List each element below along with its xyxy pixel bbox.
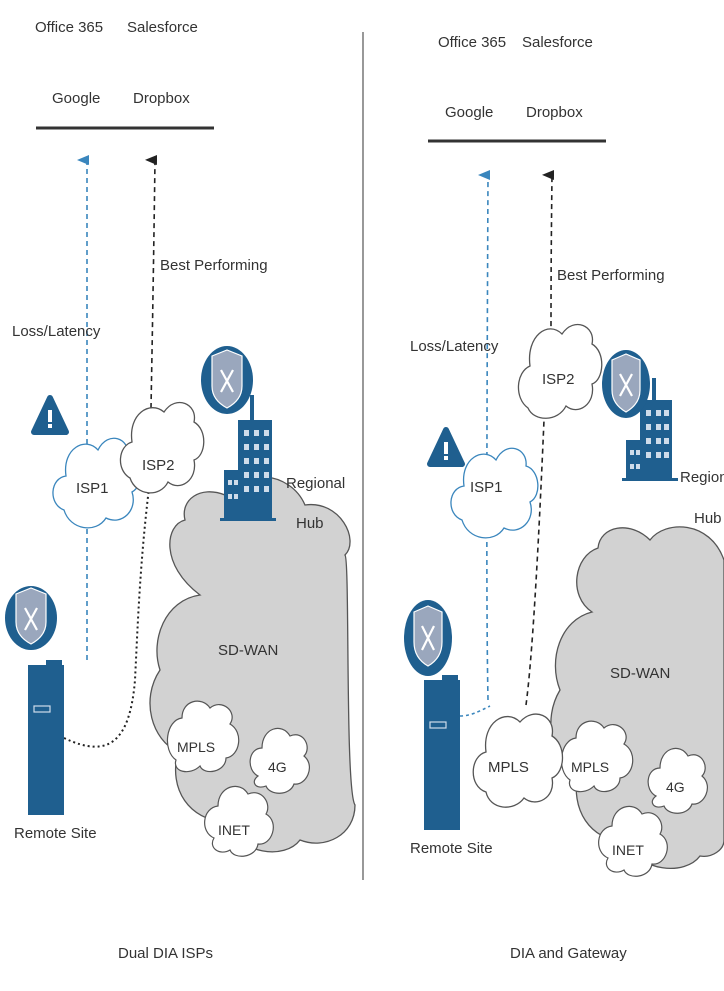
left-best-performing-label: Best Performing [160, 257, 268, 274]
left-isp1-label: ISP1 [76, 480, 109, 497]
right-inet-cloud [598, 805, 668, 877]
right-warning-icon [427, 427, 465, 467]
right-remote-router-icon [404, 600, 452, 676]
right-hub-router-icon [602, 350, 650, 418]
right-sdwan-mpls-label: MPLS [571, 759, 609, 775]
right-mpls-to-isp2-path [525, 419, 545, 706]
right-google-label: Google [445, 104, 493, 121]
right-remote-site-label: Remote Site [410, 840, 493, 857]
right-inet-label: INET [612, 842, 644, 858]
left-regional-label: Regional [286, 475, 345, 492]
left-regional-hub-building-icon [220, 395, 276, 521]
right-regional-label: Regional [680, 469, 724, 486]
left-inet-cloud [204, 785, 274, 857]
left-mpls-label: MPLS [177, 739, 215, 755]
right-isp2-path [542, 170, 555, 336]
right-isp1-path [478, 170, 491, 701]
right-dropbox-label: Dropbox [526, 104, 583, 121]
right-remote-to-mpls-path [459, 705, 491, 717]
right-salesforce-label: Salesforce [522, 34, 593, 51]
left-panel: Office 365 Salesforce Google Dropbox SD-… [5, 19, 356, 962]
right-isp1-label: ISP1 [470, 479, 503, 496]
right-hub-label: Hub [694, 510, 722, 527]
left-dropbox-label: Dropbox [133, 90, 190, 107]
left-sdwan-label: SD-WAN [218, 642, 278, 659]
right-local-mpls-label: MPLS [488, 759, 529, 776]
left-4g-cloud [249, 727, 310, 794]
left-google-label: Google [52, 90, 100, 107]
left-isp2-cloud [119, 401, 205, 494]
right-remote-site-server-icon [424, 675, 460, 830]
left-warning-icon [31, 395, 69, 435]
left-4g-label: 4G [268, 759, 287, 775]
right-caption: DIA and Gateway [510, 945, 627, 962]
left-mpls-dotted-path [63, 479, 151, 748]
left-inet-label: INET [218, 822, 250, 838]
right-panel: Office 365 Salesforce Google Dropbox SD-… [404, 34, 724, 962]
right-sdwan-mpls-cloud [560, 720, 634, 793]
left-remote-site-label: Remote Site [14, 825, 97, 842]
right-loss-latency-label: Loss/Latency [410, 338, 499, 355]
right-best-performing-label: Best Performing [557, 267, 665, 284]
left-hub-router-icon [201, 346, 253, 414]
left-isp2-path [145, 155, 158, 481]
left-office365-label: Office 365 [35, 19, 103, 36]
right-regional-hub-building-icon [622, 378, 678, 481]
left-hub-label: Hub [296, 515, 324, 532]
right-sdwan-label: SD-WAN [610, 665, 670, 682]
left-salesforce-label: Salesforce [127, 19, 198, 36]
right-office365-label: Office 365 [438, 34, 506, 51]
left-loss-latency-label: Loss/Latency [12, 323, 101, 340]
left-remote-site-server-icon [28, 660, 64, 815]
right-isp1-cloud [450, 447, 539, 539]
left-mpls-cloud [166, 700, 240, 773]
left-caption: Dual DIA ISPs [118, 945, 213, 962]
right-isp2-cloud [517, 323, 603, 419]
right-local-mpls-cloud [472, 713, 564, 808]
right-4g-cloud [647, 747, 708, 814]
right-4g-label: 4G [666, 779, 685, 795]
left-isp2-label: ISP2 [142, 457, 175, 474]
left-remote-router-icon [5, 586, 57, 650]
right-isp2-label: ISP2 [542, 371, 575, 388]
